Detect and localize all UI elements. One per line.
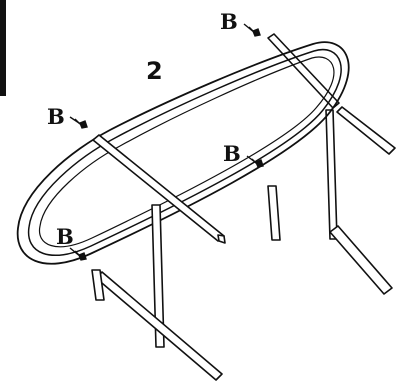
front-left-leg (91, 204, 223, 381)
bolt-label-left: B (47, 104, 65, 129)
top-crossbars (92, 134, 226, 244)
left-border-bar (0, 0, 6, 96)
part-number-label: 2 (146, 57, 163, 85)
oval-ring (16, 41, 350, 265)
bolt-bottom-left (69, 247, 87, 261)
back-right-leg (267, 33, 396, 295)
bolt-center-right (246, 155, 264, 168)
bolt-left (69, 116, 88, 129)
bolt-label-top-right: B (220, 9, 238, 34)
bolt-top-right (243, 23, 261, 37)
bolt-label-center-right: B (223, 141, 241, 166)
bolt-label-bottom-left: B (56, 224, 74, 249)
